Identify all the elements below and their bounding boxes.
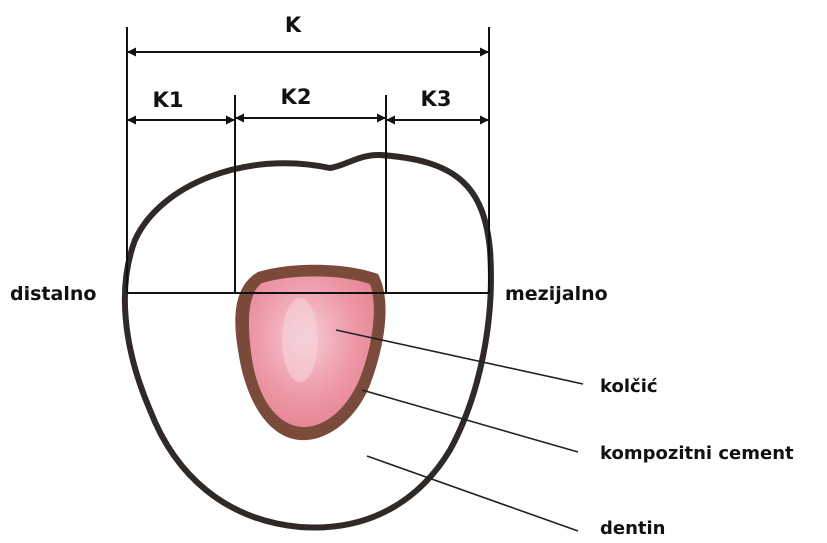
label-k3: K3 (421, 87, 452, 111)
label-composite-cement: kompozitni cement (600, 443, 794, 464)
leader-line-dentin (367, 456, 578, 531)
label-distal: distalno (10, 283, 96, 305)
label-mesial: mezijalno (505, 283, 608, 305)
label-post: kolčić (600, 376, 658, 397)
label-dentin: dentin (600, 518, 666, 539)
label-k1: K1 (153, 88, 184, 112)
post-highlight (282, 298, 318, 382)
label-k2: K2 (281, 85, 312, 109)
label-k: K (285, 13, 302, 37)
